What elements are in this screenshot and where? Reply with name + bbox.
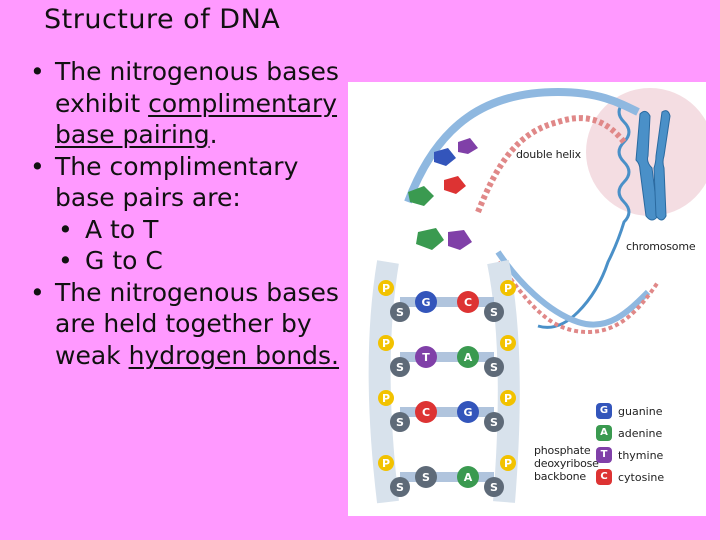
svg-text:S: S [396, 416, 404, 429]
bullet-dot: • [30, 151, 45, 181]
sugar-right: S [484, 412, 504, 432]
double-helix-strand-top [404, 87, 640, 204]
svg-text:G: G [463, 406, 472, 419]
sugar-left: S [390, 477, 410, 497]
complimentary-base-pairing-link[interactable]: complimentary base pairing [55, 88, 338, 150]
slide-title: Structure of DNA [44, 4, 281, 35]
backbone-label: phosphate deoxyribose backbone [534, 444, 599, 483]
base-left: C [415, 401, 437, 423]
svg-text:S: S [396, 306, 404, 319]
base-left: G [415, 291, 437, 313]
double-helix-strand-top-2 [475, 115, 627, 214]
base-left: S [415, 466, 437, 488]
svg-text:T: T [422, 351, 430, 364]
guanine-hexagon-icon: G [596, 403, 612, 419]
phosphate-right: P [500, 335, 516, 351]
base-right: A [457, 466, 479, 488]
bullet-dot: • [58, 214, 73, 244]
sugar-right: S [484, 477, 504, 497]
cytosine-hexagon-icon: C [596, 469, 612, 485]
bullet-1: • The nitrogenous bases exhibit complime… [30, 56, 340, 151]
svg-text:S: S [490, 361, 498, 374]
phosphate-left: P [378, 390, 394, 406]
sub-bullet-1-text: A to T [85, 214, 159, 244]
svg-text:P: P [382, 392, 390, 405]
svg-text:S: S [422, 471, 430, 484]
phosphate-left: P [378, 280, 394, 296]
svg-text:S: S [490, 416, 498, 429]
svg-text:P: P [504, 457, 512, 470]
phosphate-left: P [378, 455, 394, 471]
bullet-2: • The complimentary base pairs are: [30, 151, 340, 214]
upper-base-pairs [408, 138, 478, 250]
base-right: C [457, 291, 479, 313]
chromosome-icon [635, 110, 671, 221]
thymine-label: thymine [618, 448, 664, 462]
chromatin-strand-icon [537, 100, 631, 329]
svg-text:P: P [504, 282, 512, 295]
guanine-label: guanine [618, 404, 663, 418]
sugar-right: S [484, 357, 504, 377]
bullet-dot: • [30, 277, 45, 307]
bullet-list: • The nitrogenous bases exhibit complime… [30, 56, 340, 371]
svg-text:P: P [382, 337, 390, 350]
bullet-2-text: The complimentary base pairs are: [55, 151, 299, 213]
adenine-hexagon-icon: A [596, 425, 612, 441]
bullet-3: • The nitrogenous bases are held togethe… [30, 277, 340, 372]
sub-bullet-1: • A to T [30, 214, 340, 246]
svg-text:G: G [421, 296, 430, 309]
sugar-left: S [390, 357, 410, 377]
phosphate-right: P [500, 280, 516, 296]
thymine-hexagon-icon: T [596, 447, 612, 463]
double-helix-label: double helix [516, 148, 581, 161]
svg-text:P: P [382, 282, 390, 295]
svg-text:P: P [382, 457, 390, 470]
bullet-dot: • [58, 246, 73, 275]
adenine-label: adenine [618, 426, 663, 440]
svg-text:S: S [490, 306, 498, 319]
bullet-1-text: The nitrogenous bases exhibit [55, 57, 339, 118]
svg-text:P: P [504, 337, 512, 350]
sugar-left: S [390, 412, 410, 432]
cytosine-label: cytosine [618, 470, 665, 484]
svg-text:A: A [464, 351, 473, 364]
svg-text:S: S [396, 481, 404, 494]
svg-text:S: S [396, 361, 404, 374]
sugar-right: S [484, 302, 504, 322]
phosphate-left: P [378, 335, 394, 351]
svg-text:C: C [422, 406, 430, 419]
double-helix-strand-right [495, 250, 651, 328]
base-right: G [457, 401, 479, 423]
hydrogen-bonds-link[interactable]: hydrogen bonds. [128, 340, 340, 370]
base-left: T [415, 346, 437, 368]
sub-bullet-2-text: G to C [85, 246, 163, 275]
sub-bullet-2: • G to C [30, 245, 340, 277]
phosphate-right: P [500, 390, 516, 406]
svg-text:A: A [464, 471, 473, 484]
phosphate-right: P [500, 455, 516, 471]
svg-text:P: P [504, 392, 512, 405]
base-right: A [457, 346, 479, 368]
double-helix-strand-right-2 [496, 260, 660, 335]
sugar-left: S [390, 302, 410, 322]
chromosome-label: chromosome [626, 240, 696, 253]
svg-text:C: C [464, 296, 472, 309]
svg-text:S: S [490, 481, 498, 494]
bullet-3-text: The nitrogenous bases are held together … [55, 277, 339, 370]
bullet-dot: • [30, 57, 45, 86]
bullet-1-end: . [209, 120, 218, 149]
